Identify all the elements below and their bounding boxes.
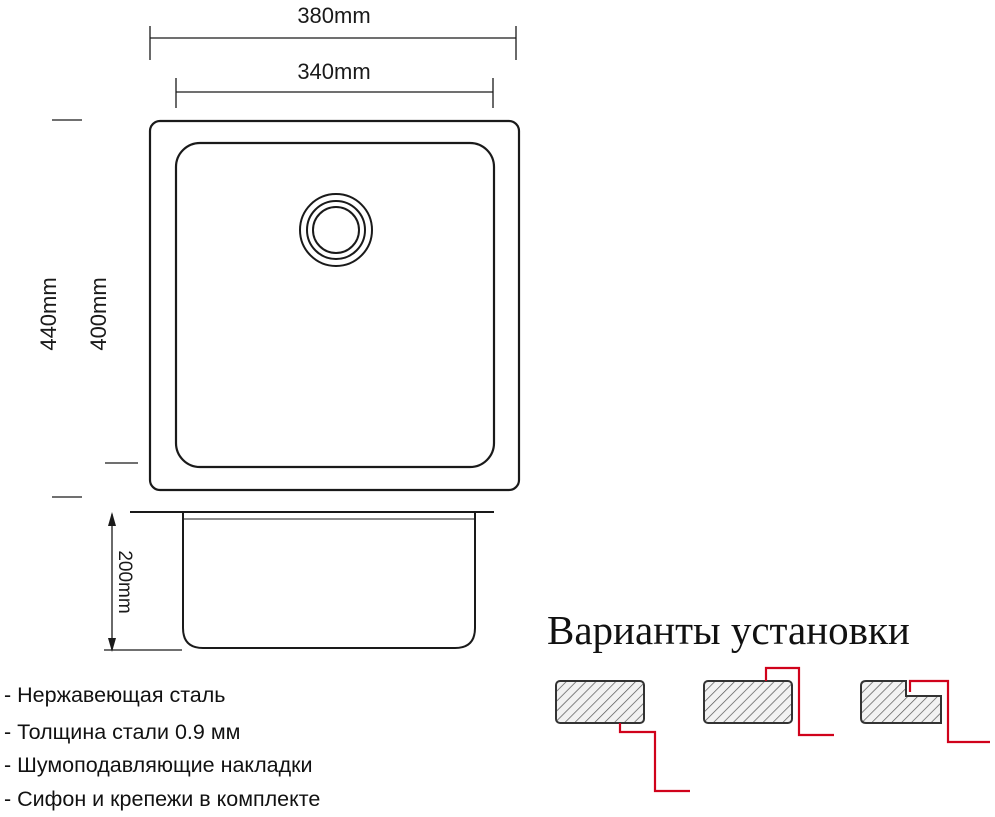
length-dimension: 440mm 400mm [36, 119, 138, 498]
sink-rim-outline [148, 119, 521, 492]
sink-side-view [130, 511, 494, 649]
sink-bowl-outline [174, 141, 496, 469]
inner-width-label: 340mm [297, 59, 370, 84]
outer-width-label: 380mm [297, 3, 370, 28]
inner-width-dimension: 340mm [175, 59, 494, 108]
sink-top-view [148, 119, 521, 492]
feature-item: - Шумоподавляющие накладки [4, 753, 313, 777]
install-variant-flush-mount [860, 679, 990, 744]
feature-item: - Сифон и крепежи в комплекте [4, 787, 320, 811]
install-variants-title: Варианты установки [547, 607, 910, 653]
install-variant-undermount [555, 680, 690, 793]
depth-dimension: 200mm [104, 512, 182, 652]
inner-length-label: 400mm [86, 277, 111, 350]
outer-width-dimension: 380mm [149, 3, 517, 60]
feature-item: - Нержавеющая сталь [4, 683, 226, 707]
install-variant-overmount [703, 666, 834, 737]
feature-list: - Нержавеющая сталь - Толщина стали 0.9 … [4, 683, 320, 811]
drain-icon [299, 193, 373, 267]
feature-item: - Толщина стали 0.9 мм [4, 720, 240, 744]
outer-length-label: 440mm [36, 277, 61, 350]
depth-label: 200mm [114, 550, 135, 613]
